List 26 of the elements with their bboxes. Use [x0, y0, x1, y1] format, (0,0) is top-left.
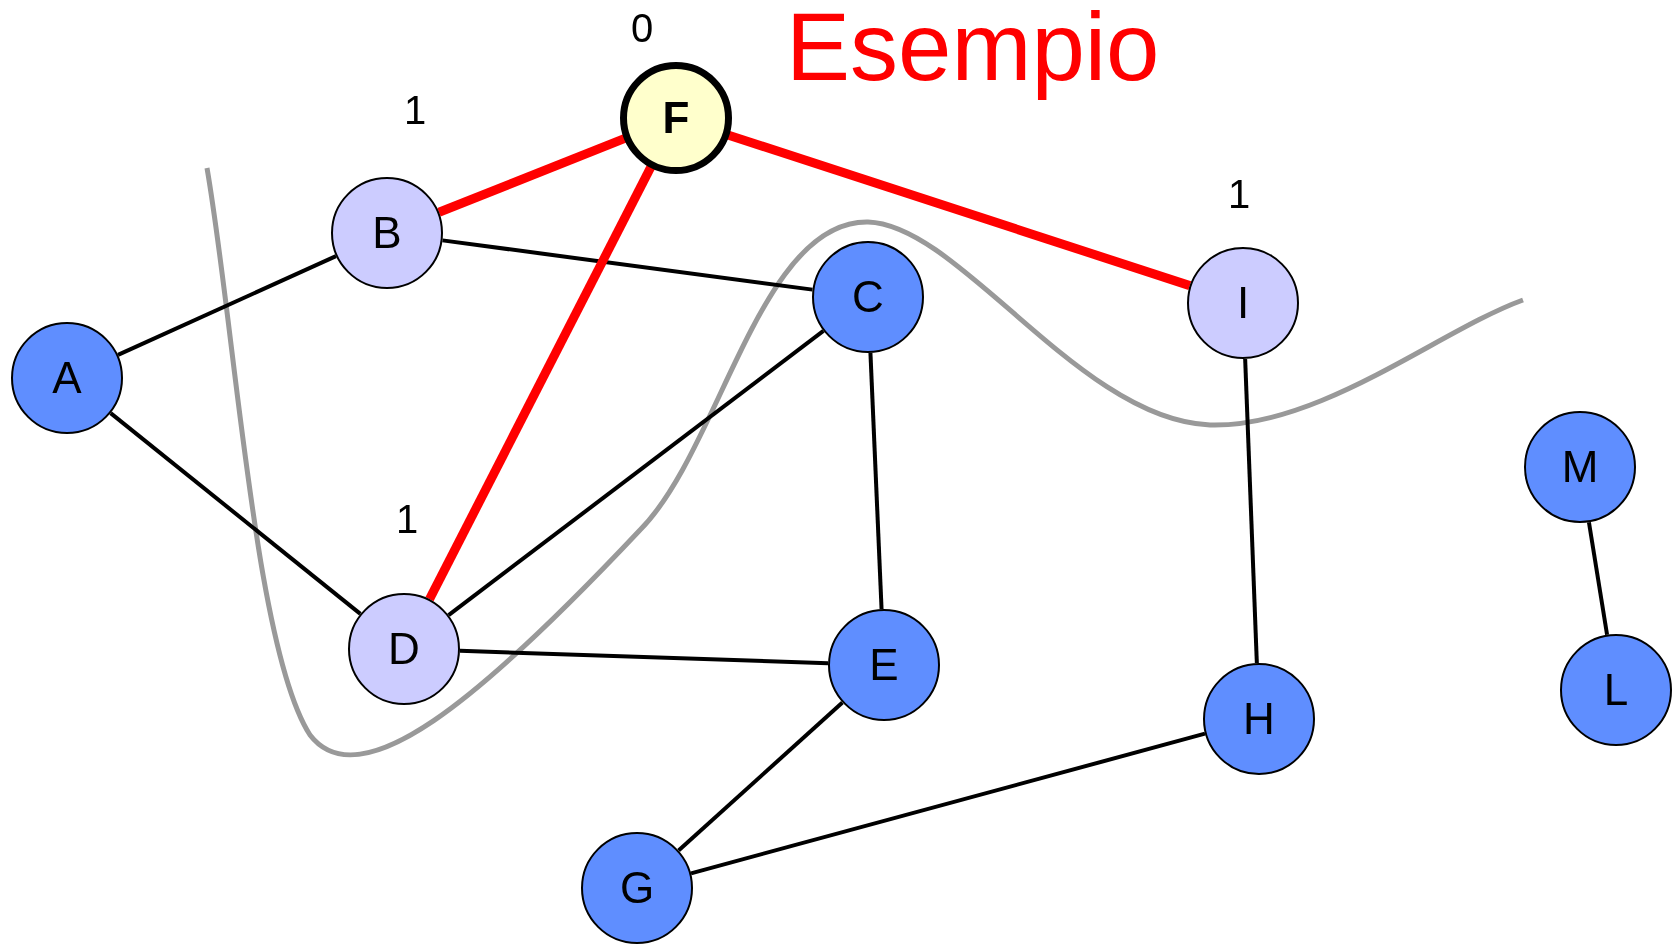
node-label: C — [852, 272, 884, 322]
edge-line — [690, 731, 1206, 876]
title: Esempio — [786, 0, 1160, 102]
node-label: H — [1243, 694, 1275, 744]
edge-line — [459, 648, 829, 666]
edge-line — [1586, 521, 1610, 636]
edge-line — [1243, 358, 1259, 664]
node-label: G — [619, 863, 655, 913]
node-label: A — [52, 353, 82, 403]
edge-line — [117, 254, 337, 357]
node-label: E — [869, 640, 899, 690]
distance-label: 1 — [396, 497, 419, 542]
node-label: I — [1236, 278, 1250, 328]
node-label: L — [1603, 665, 1629, 715]
edge-line — [442, 238, 813, 292]
edge-line — [447, 329, 825, 617]
edge-line — [868, 352, 884, 610]
edge-line — [109, 411, 362, 616]
node-label: B — [372, 208, 402, 258]
node-label: F — [662, 93, 690, 143]
node-label: M — [1561, 442, 1599, 492]
edge-line — [677, 701, 844, 852]
distance-label: 1 — [1228, 172, 1251, 217]
distance-label: 1 — [404, 88, 427, 133]
node-label: D — [388, 624, 420, 674]
distance-label: 0 — [631, 6, 654, 51]
